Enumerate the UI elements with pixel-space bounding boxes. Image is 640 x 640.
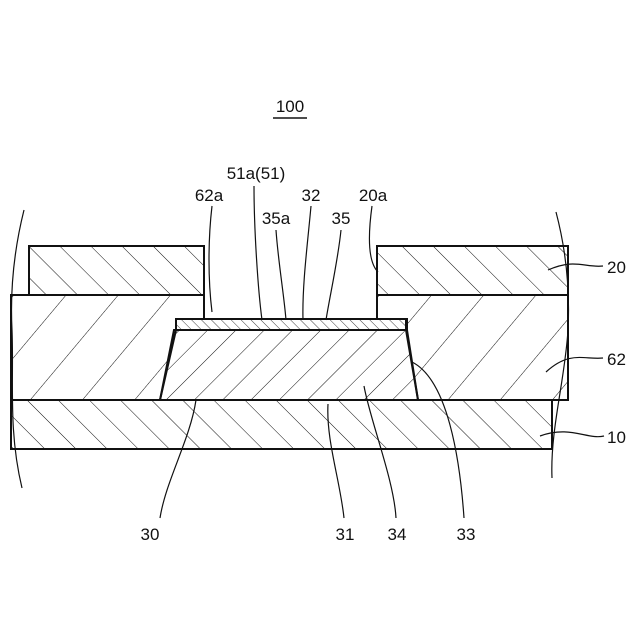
- label-20a: 20a: [359, 186, 388, 205]
- leader-62a: [209, 206, 212, 312]
- label-35a: 35a: [262, 209, 291, 228]
- layer-10-substrate: [11, 400, 552, 449]
- layer-20-right: [377, 246, 568, 295]
- label-62: 62: [607, 350, 626, 369]
- label-10: 10: [607, 428, 626, 447]
- label-20: 20: [607, 258, 626, 277]
- layer-20-left: [29, 246, 204, 295]
- leader-51a: [254, 186, 262, 320]
- label-35: 35: [332, 209, 351, 228]
- label-32: 32: [302, 186, 321, 205]
- label-33: 33: [457, 525, 476, 544]
- label-62a: 62a: [195, 186, 224, 205]
- figure-title: 100: [276, 97, 304, 116]
- label-51a: 51a(51): [227, 164, 286, 183]
- label-34: 34: [388, 525, 407, 544]
- label-31: 31: [336, 525, 355, 544]
- layer-35-thin-film: [176, 319, 406, 330]
- label-30: 30: [141, 525, 160, 544]
- semiconductor-layer-34: [160, 330, 418, 400]
- leader-35a: [276, 230, 286, 320]
- leader-35: [326, 230, 341, 320]
- leader-32: [303, 206, 311, 320]
